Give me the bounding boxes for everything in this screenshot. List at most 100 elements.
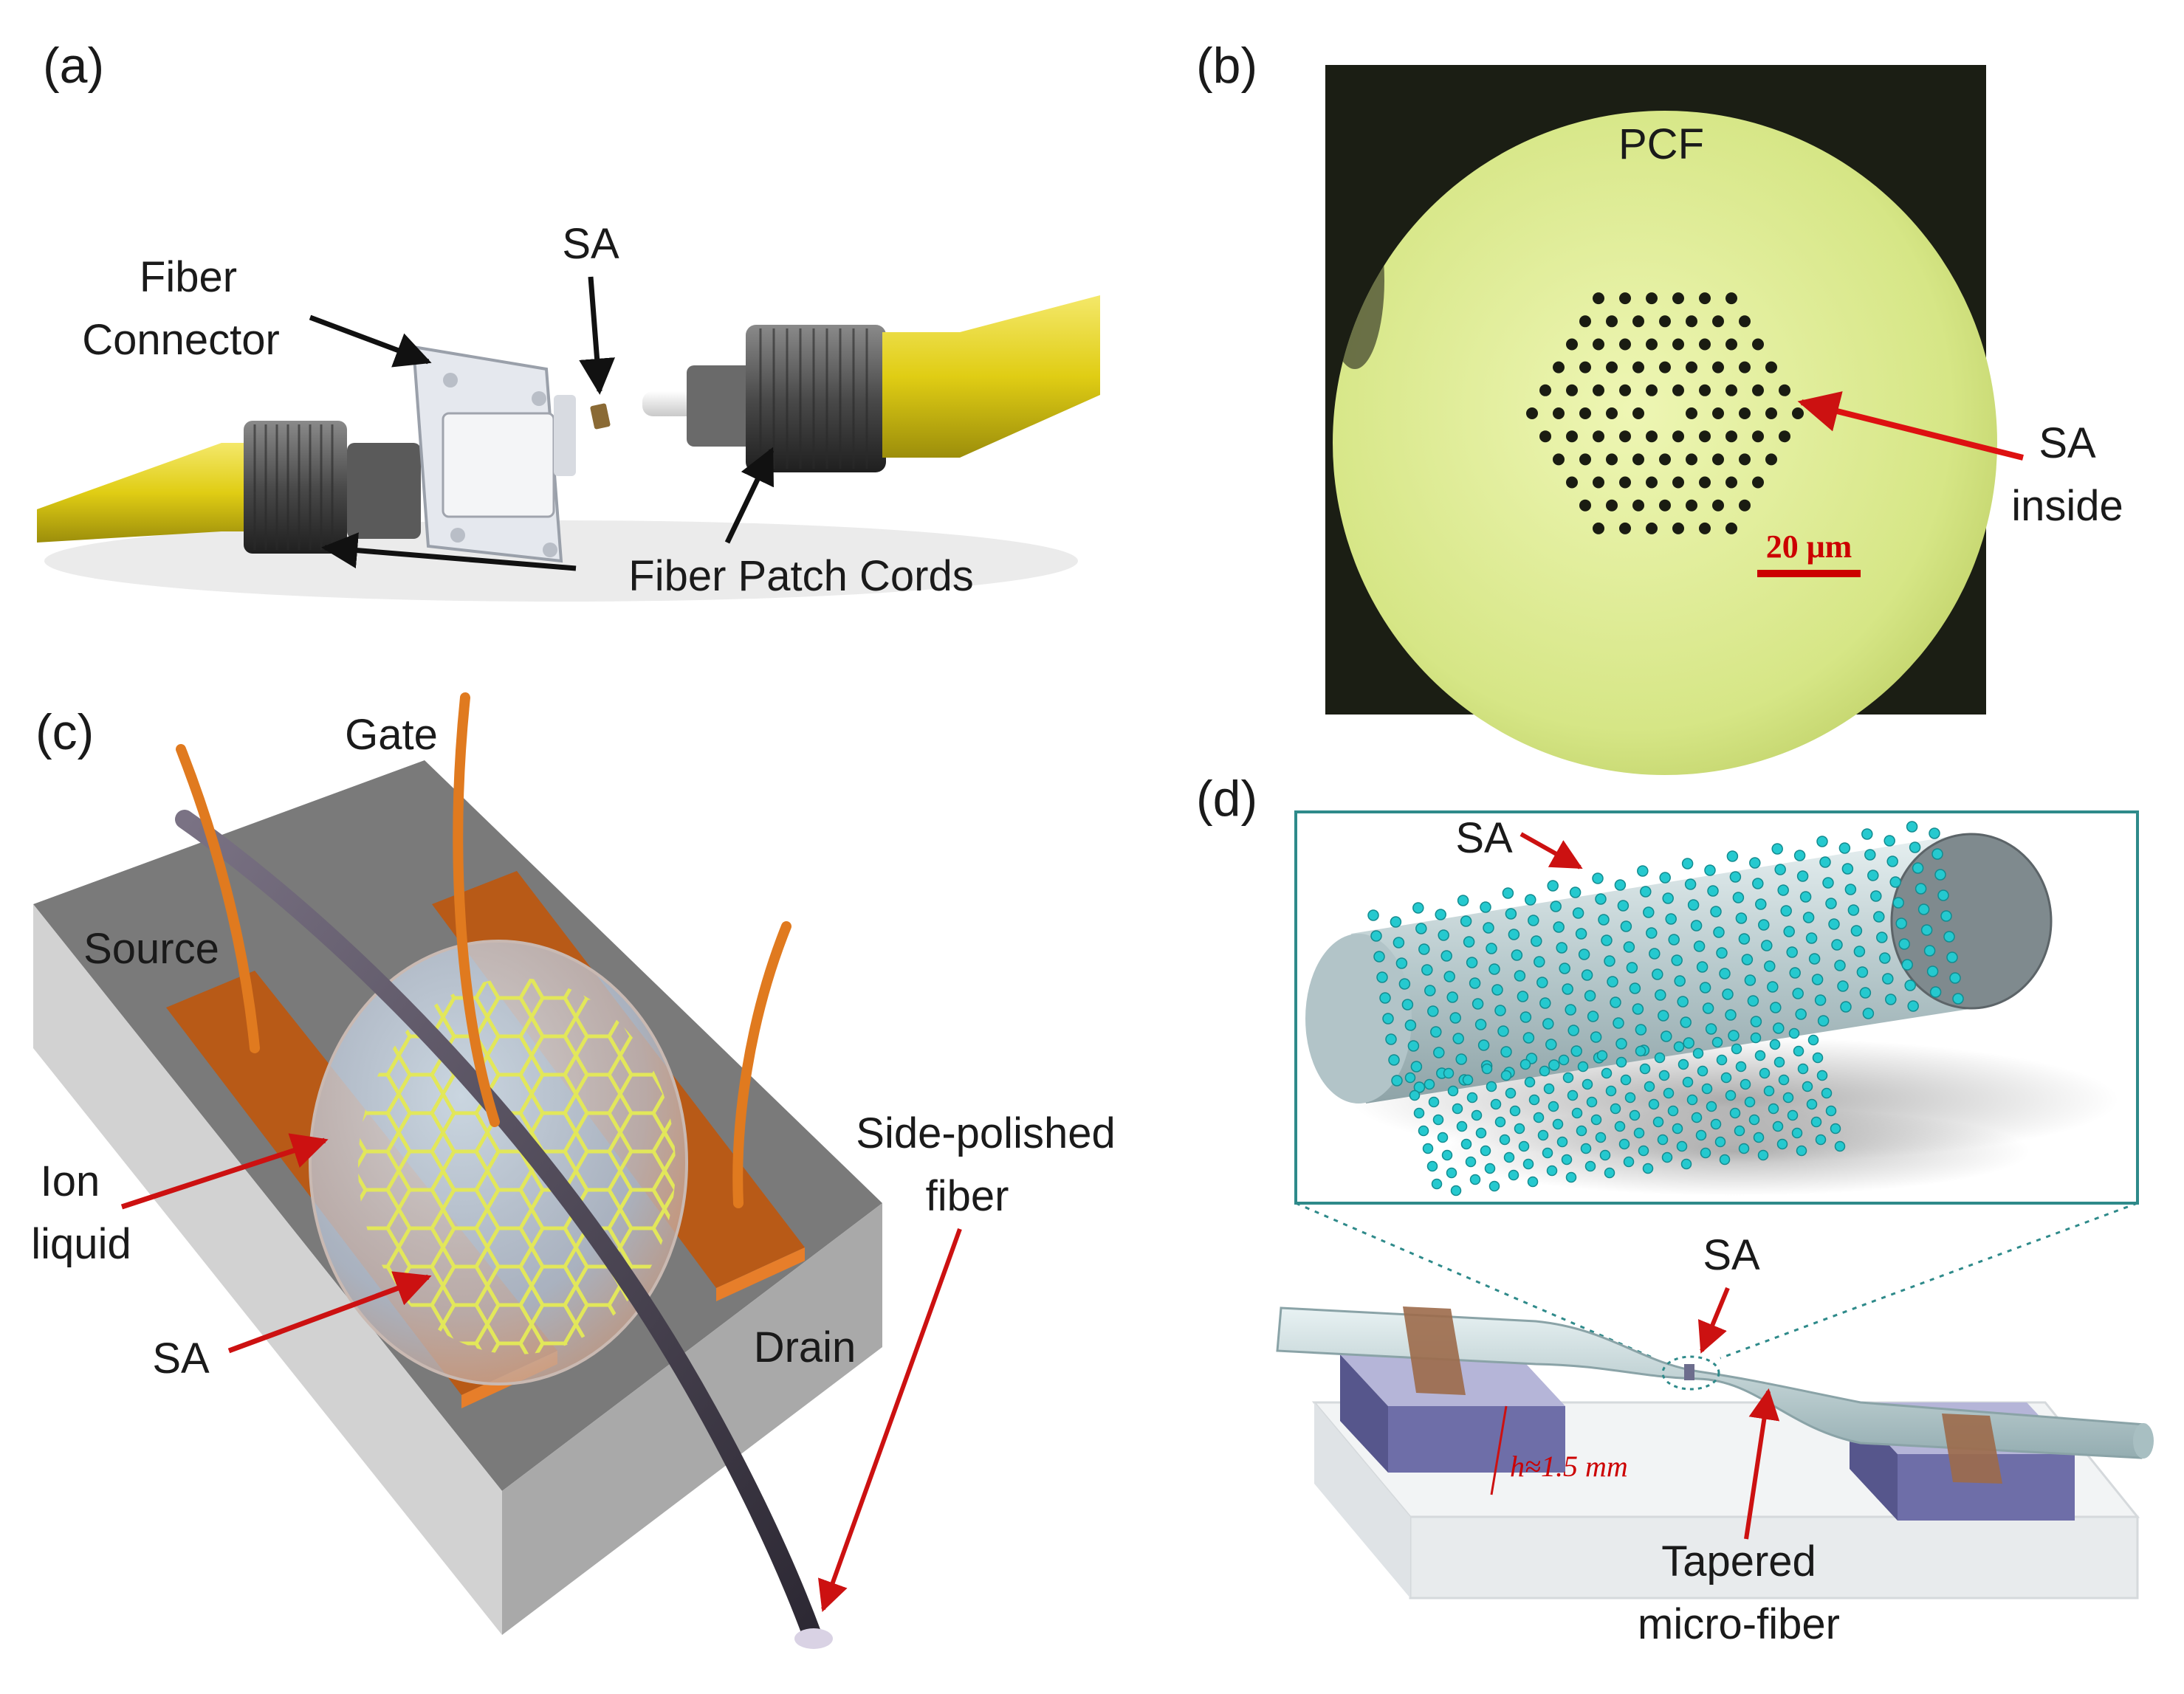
waist-sa-highlight	[1661, 1355, 1720, 1391]
sa-atom	[1870, 890, 1882, 902]
sa-atom	[1764, 960, 1776, 972]
sa-atom	[1633, 1127, 1645, 1139]
sa-atom	[1771, 843, 1783, 855]
sa-atom	[1682, 1076, 1694, 1088]
sa-atom	[1714, 1136, 1726, 1148]
sa-atom	[1774, 864, 1786, 875]
air-hole	[1712, 361, 1724, 373]
air-hole	[1553, 407, 1565, 419]
air-hole	[1632, 407, 1644, 419]
sa-atom	[1686, 1094, 1698, 1106]
base-slab-side	[1314, 1402, 1410, 1598]
sa-atom	[1638, 1145, 1649, 1157]
sa-atom	[1385, 1033, 1397, 1045]
flange-screw-hole	[443, 373, 458, 388]
sa-atom	[1773, 1056, 1785, 1068]
flange-screw-hole	[532, 391, 546, 406]
sa-label-d: SA	[1703, 1231, 1760, 1279]
sa-atom	[1661, 1030, 1672, 1042]
sa-atom	[1758, 919, 1770, 931]
sa-atom	[1799, 891, 1812, 903]
sa-atom	[1595, 893, 1607, 905]
pcf-cross-section	[1333, 111, 1997, 775]
sa-atom	[1519, 1058, 1531, 1070]
sa-atom	[1447, 1085, 1459, 1097]
sa-atom	[1886, 855, 1898, 867]
sa-atom	[1452, 1033, 1464, 1044]
sa-atom	[1763, 1085, 1775, 1097]
sa-atom	[1778, 1074, 1790, 1086]
sa-atom	[1547, 880, 1559, 892]
sa-atom	[1729, 1107, 1741, 1119]
air-hole	[1593, 292, 1604, 305]
sa-atom	[1859, 987, 1872, 999]
air-hole	[1725, 430, 1737, 443]
air-hole	[1566, 476, 1578, 489]
air-hole	[1725, 522, 1737, 534]
sa-atom	[1477, 1039, 1490, 1051]
sa-atom	[1952, 993, 1964, 1005]
sa-atom	[1750, 1016, 1762, 1027]
sa-atom	[1491, 984, 1503, 996]
sa-atom	[1558, 1054, 1570, 1066]
sa-atom	[1460, 915, 1472, 927]
air-hole	[1686, 407, 1697, 419]
air-hole	[1606, 453, 1618, 466]
sa-atom	[1856, 966, 1869, 978]
sa-atom	[1455, 1053, 1467, 1065]
sa-atom	[1892, 897, 1904, 909]
sa-atom	[1819, 856, 1831, 868]
panel-c: (c) Gate Source Drain Ion liquid SA Side…	[31, 692, 1116, 1649]
air-hole	[1593, 476, 1604, 489]
sa-atom	[1620, 1074, 1632, 1086]
sa-atom	[1426, 1160, 1438, 1172]
left-support-side	[1340, 1354, 1388, 1473]
sa-atom	[1632, 1003, 1644, 1015]
air-hole	[1646, 292, 1658, 305]
panel-a: (a)	[37, 38, 1100, 602]
sa-atom	[1418, 1125, 1429, 1137]
sa-atom	[1796, 1145, 1807, 1157]
connector-label-line2: Connector	[82, 316, 280, 364]
sa-atom	[1802, 912, 1815, 923]
sa-atom	[1850, 925, 1863, 937]
air-hole	[1606, 315, 1618, 328]
sa-atom	[1853, 946, 1866, 957]
sa-atom	[1629, 1109, 1641, 1121]
connector-label-line1: Fiber	[140, 253, 237, 301]
sa-atom	[1940, 910, 1952, 922]
sa-atom	[1572, 907, 1584, 919]
sa-atom	[1658, 1070, 1670, 1081]
sa-atom	[1795, 1008, 1807, 1020]
air-hole	[1725, 476, 1737, 489]
sa-label-c: SA	[152, 1335, 210, 1383]
sa-atom	[1895, 917, 1907, 929]
sa-atom	[1412, 902, 1424, 914]
sa-atom	[1610, 996, 1621, 1008]
sa-atom	[1770, 1002, 1782, 1013]
sa-atom	[1586, 1096, 1598, 1108]
sa-atom	[1570, 1045, 1582, 1057]
sa-atom	[1553, 921, 1565, 933]
sa-atom	[1456, 1120, 1468, 1132]
air-hole	[1672, 476, 1684, 489]
sa-atom	[1569, 886, 1582, 898]
sa-chip	[590, 403, 611, 430]
sa-atom	[1460, 1138, 1472, 1150]
sa-atom	[1590, 1114, 1602, 1126]
sa-atom	[1542, 1147, 1553, 1159]
air-hole	[1553, 453, 1565, 466]
sa-atom	[1711, 1036, 1723, 1048]
inset-fiber-cylinder	[1351, 834, 1979, 1103]
sa-atom	[1729, 871, 1742, 883]
sa-atom	[1786, 946, 1798, 958]
substrate-side-left	[33, 904, 502, 1635]
sa-atom	[1430, 1026, 1442, 1038]
sa-atom	[1676, 1140, 1688, 1152]
air-hole	[1566, 338, 1578, 351]
sa-atom	[1599, 1149, 1611, 1161]
sa-atom	[1522, 1032, 1535, 1044]
air-hole	[1593, 430, 1604, 443]
sa-atom	[1561, 1154, 1573, 1166]
